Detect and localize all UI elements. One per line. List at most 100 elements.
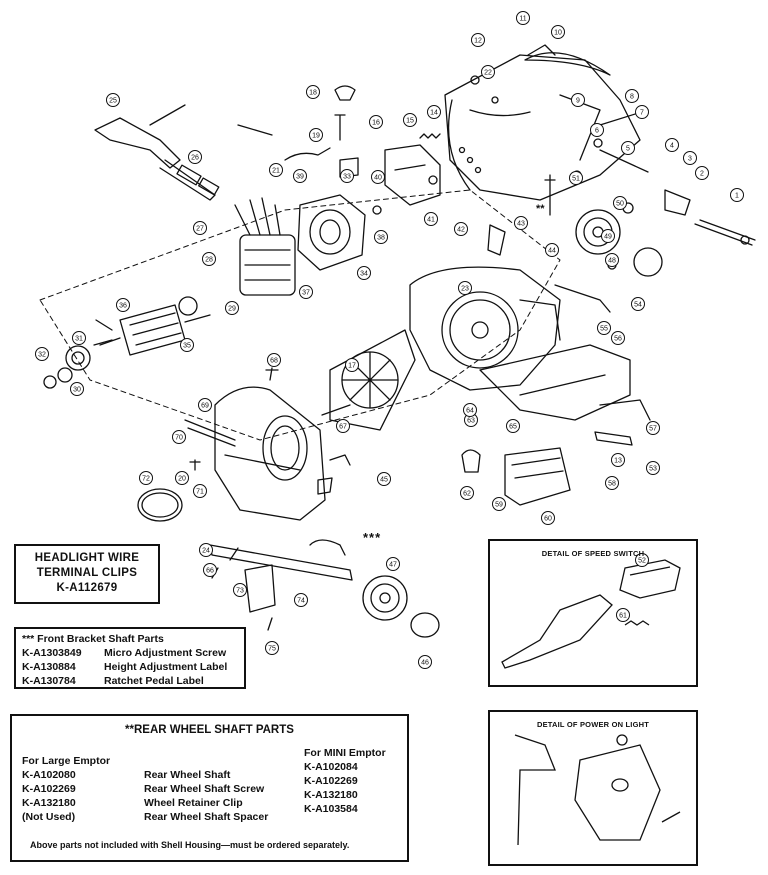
callout-2: 2 bbox=[695, 166, 709, 180]
front-bracket-title: *** Front Bracket Shaft Parts bbox=[22, 633, 164, 645]
callout-circle bbox=[695, 166, 709, 180]
callout-27: 27 bbox=[193, 221, 207, 235]
callout-circle bbox=[545, 243, 559, 257]
callout-label: 58 bbox=[608, 481, 616, 488]
callout-label: 29 bbox=[228, 306, 236, 313]
speed-switch-title: DETAIL OF SPEED SWITCH bbox=[541, 549, 645, 558]
callout-12: 12 bbox=[471, 33, 485, 47]
callout-30: 30 bbox=[70, 382, 84, 396]
headlight-line1: HEADLIGHT WIRE bbox=[34, 552, 140, 564]
callout-21: 21 bbox=[269, 163, 283, 177]
callout-circle bbox=[203, 563, 217, 577]
callout-13: 13 bbox=[611, 453, 625, 467]
callout-label: 30 bbox=[73, 387, 81, 394]
callout-11: 11 bbox=[516, 11, 530, 25]
callout-label: 34 bbox=[360, 271, 368, 278]
callout-43: 43 bbox=[514, 216, 528, 230]
callout-label: 50 bbox=[616, 201, 624, 208]
callout-circle bbox=[616, 608, 630, 622]
callout-label: 66 bbox=[206, 568, 214, 575]
callout-label: 40 bbox=[374, 175, 382, 182]
callout-label: 73 bbox=[236, 588, 244, 595]
callout-circle bbox=[345, 358, 359, 372]
callout-label: 63 bbox=[467, 418, 475, 425]
callout-group: 1234567891011121314151617181920212223242… bbox=[35, 11, 744, 669]
callout-label: 45 bbox=[380, 477, 388, 484]
callout-57: 57 bbox=[646, 421, 660, 435]
callout-circle bbox=[369, 115, 383, 129]
callout-8: 8 bbox=[625, 89, 639, 103]
callout-38: 38 bbox=[374, 230, 388, 244]
motor-bracket bbox=[297, 194, 366, 271]
callout-61: 61 bbox=[616, 608, 630, 622]
callout-label: 59 bbox=[495, 502, 503, 509]
headlight-part-number: K-A112679 bbox=[56, 582, 118, 594]
hubcap-46 bbox=[410, 612, 440, 638]
callout-69: 69 bbox=[198, 398, 212, 412]
callout-label: 6 bbox=[595, 128, 599, 135]
callout-label: 48 bbox=[608, 258, 616, 265]
callout-50: 50 bbox=[613, 196, 627, 210]
callout-20: 20 bbox=[175, 471, 189, 485]
callout-label: 36 bbox=[119, 303, 127, 310]
callout-circle bbox=[193, 484, 207, 498]
callout-circle bbox=[625, 89, 639, 103]
belt-13 bbox=[137, 488, 183, 522]
callout-label: 60 bbox=[544, 516, 552, 523]
part-description: Rear Wheel Shaft Screw bbox=[144, 783, 265, 795]
callout-label: 69 bbox=[201, 403, 209, 410]
part-description: Wheel Retainer Clip bbox=[144, 797, 243, 809]
callout-label: 70 bbox=[175, 435, 183, 442]
callout-circle bbox=[106, 93, 120, 107]
front-bracket-stars-label: *** bbox=[363, 530, 382, 545]
callout-label: 47 bbox=[389, 562, 397, 569]
callout-circle bbox=[471, 33, 485, 47]
callout-circle bbox=[294, 593, 308, 607]
washer-30 bbox=[57, 367, 73, 383]
callout-circle bbox=[357, 266, 371, 280]
callout-circle bbox=[631, 297, 645, 311]
part-description: Rear Wheel Shaft bbox=[144, 769, 231, 781]
callout-71: 71 bbox=[193, 484, 207, 498]
screw-26 bbox=[149, 104, 186, 126]
large-part: (Not Used) bbox=[22, 811, 76, 823]
callout-53: 53 bbox=[646, 461, 660, 475]
callout-4: 4 bbox=[665, 138, 679, 152]
callout-circle bbox=[269, 163, 283, 177]
callout-6: 6 bbox=[590, 123, 604, 137]
callout-label: 31 bbox=[75, 336, 83, 343]
callout-31: 31 bbox=[72, 331, 86, 345]
callout-label: 13 bbox=[614, 458, 622, 465]
headlight-wire-box: HEADLIGHT WIRE TERMINAL CLIPS K-A112679 bbox=[14, 544, 160, 604]
callout-circle bbox=[621, 141, 635, 155]
front-bracket-shaft bbox=[209, 539, 353, 613]
callout-60: 60 bbox=[541, 511, 555, 525]
callout-circle bbox=[418, 655, 432, 669]
spring-14 bbox=[419, 133, 441, 139]
callout-circle bbox=[611, 453, 625, 467]
callout-circle bbox=[665, 138, 679, 152]
callout-label: 33 bbox=[343, 174, 351, 181]
rear-wheel-title: **REAR WHEEL SHAFT PARTS bbox=[125, 724, 294, 736]
callout-74: 74 bbox=[294, 593, 308, 607]
callout-65: 65 bbox=[506, 419, 520, 433]
large-emptor-column: For Large Emptor K-A102080 K-A102269 K-A… bbox=[22, 754, 110, 824]
callout-62: 62 bbox=[460, 486, 474, 500]
callout-label: 71 bbox=[196, 489, 204, 496]
callout-label: 39 bbox=[296, 174, 304, 181]
callout-circle bbox=[613, 196, 627, 210]
fan-impeller bbox=[329, 329, 416, 431]
callout-label: 8 bbox=[630, 94, 634, 101]
callout-circle bbox=[309, 128, 323, 142]
callout-label: 51 bbox=[572, 176, 580, 183]
callout-26: 26 bbox=[188, 150, 202, 164]
callout-circle bbox=[175, 471, 189, 485]
handle-grip bbox=[94, 117, 216, 201]
callout-label: 62 bbox=[463, 491, 471, 498]
callout-circle bbox=[605, 476, 619, 490]
callout-circle bbox=[336, 419, 350, 433]
power-light-detail-drawing bbox=[514, 734, 681, 846]
callout-circle bbox=[172, 430, 186, 444]
callout-label: 32 bbox=[38, 352, 46, 359]
